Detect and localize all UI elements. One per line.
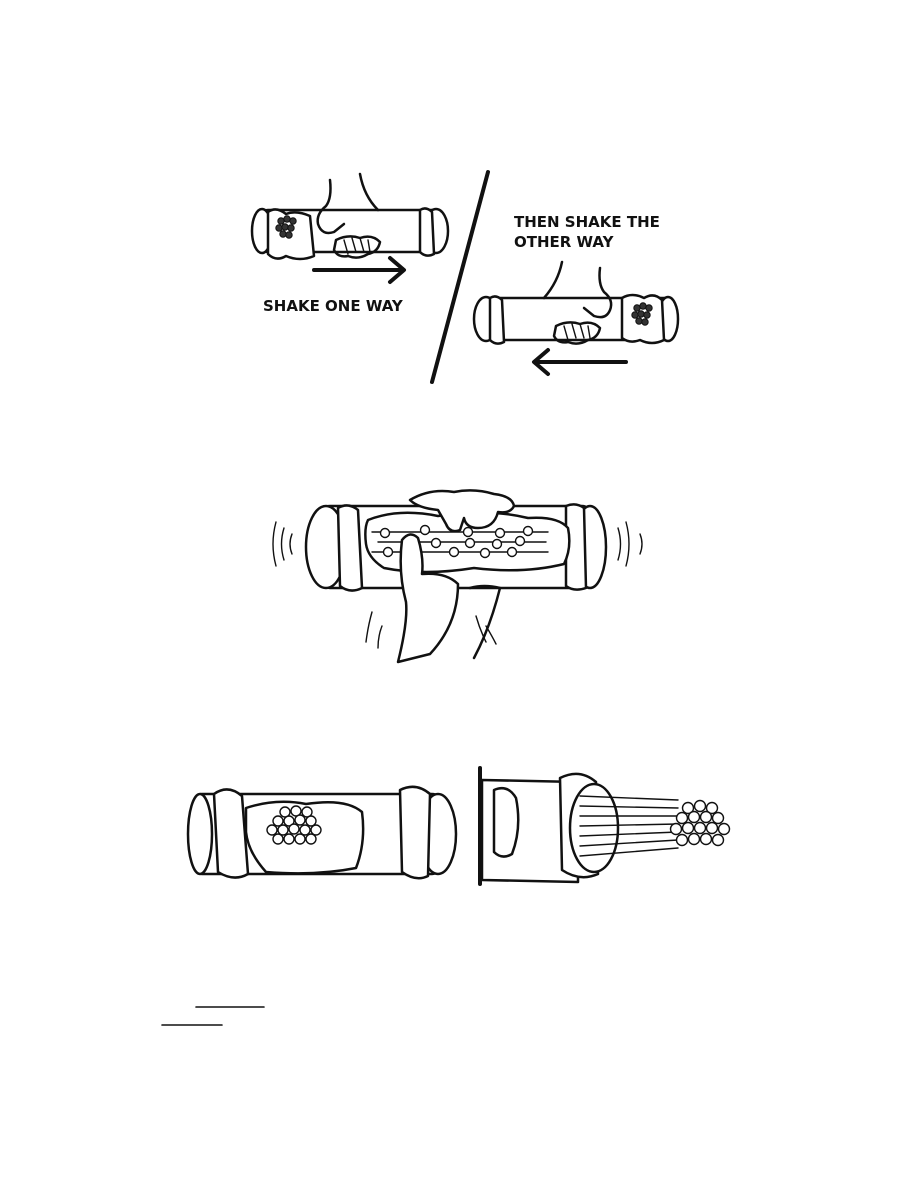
tube-left (250, 207, 450, 261)
tube-wrapped (186, 785, 458, 880)
vibration-lines-left (272, 521, 293, 567)
tube-cut-open (480, 772, 620, 884)
panel-shake-one-way: SHAKE ONE WAY THEN SHAKE THE OTHER WAY (250, 170, 680, 384)
caption-then-shake-line1: THEN SHAKE THE (514, 213, 660, 231)
vibration-lines-right (617, 521, 643, 567)
caption-then-shake-line2: OTHER WAY (514, 233, 615, 251)
panel-divider (430, 170, 490, 384)
caption-shake-one-way: SHAKE ONE WAY (263, 297, 404, 315)
arrow-right-icon (312, 256, 406, 284)
motion-lines (579, 795, 679, 857)
hand-right (542, 260, 613, 345)
beads-rows (371, 524, 549, 559)
panel-result (186, 766, 731, 886)
bead-cluster-right (631, 302, 653, 326)
bead-cluster-left (275, 215, 297, 239)
panel-shaking-tube (272, 489, 643, 664)
hands-center (365, 489, 516, 664)
arrow-left-icon (532, 348, 628, 376)
hand-left (316, 172, 382, 259)
bead-cluster-ejected (669, 799, 731, 847)
bead-cluster-center (266, 805, 322, 845)
